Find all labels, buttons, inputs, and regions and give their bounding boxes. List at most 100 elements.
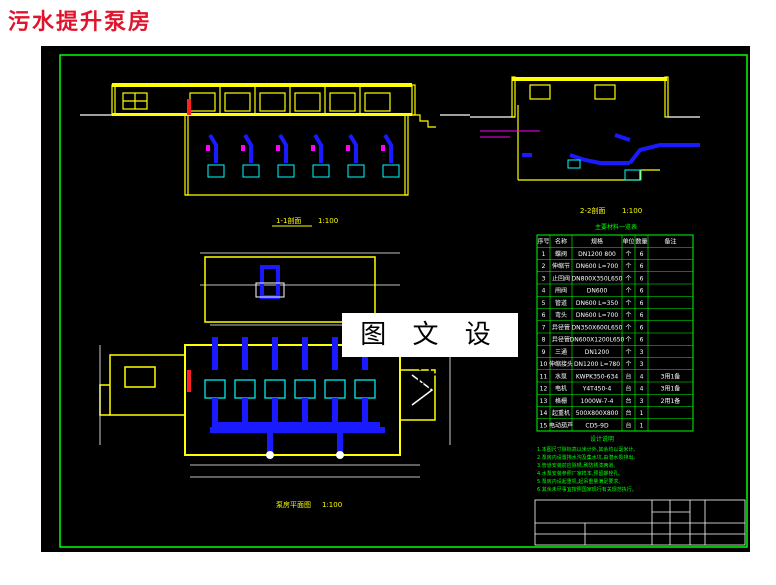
table-cell: 3	[640, 349, 644, 356]
table-cell: 7	[542, 324, 546, 331]
table-cell: DN800X350L650	[572, 275, 623, 282]
table-cell: 10	[540, 361, 548, 368]
plan-view-walls	[99, 252, 451, 478]
plan-red-door	[187, 370, 191, 392]
section-2-2-elevation	[470, 76, 700, 181]
table-header-cell: 名称	[555, 238, 567, 246]
table-cell: 11	[540, 373, 548, 380]
table-cell: 6	[640, 312, 644, 319]
section-2-2-label: 2-2剖面	[580, 206, 605, 215]
table-cell: 个	[625, 312, 631, 319]
table-cell: 个	[625, 288, 631, 295]
sheet-inner-frame	[59, 54, 748, 548]
table-cell: 电动葫芦	[549, 421, 573, 429]
design-notes-title: 设计说明	[590, 435, 614, 443]
table-cell: 1	[542, 251, 546, 258]
table-cell: 起重机	[552, 409, 570, 417]
table-cell: 台	[625, 372, 631, 380]
table-cell: 台	[625, 409, 631, 417]
table-cell: 5	[542, 300, 546, 307]
cad-drawing-canvas: 1-1剖面 1:100	[40, 45, 751, 553]
table-cell: DN600	[587, 288, 608, 295]
table-cell: 个	[625, 251, 631, 258]
design-note-2: 2.泵房内设置排水沟及集水坑,由潜水泵排出。	[537, 454, 638, 461]
table-cell: 止回阀	[552, 274, 570, 282]
section-1-1-elevation	[80, 83, 470, 196]
design-note-1: 1.本图尺寸除标高以米计外,其余均以毫米计。	[537, 446, 638, 453]
table-cell: 13	[540, 398, 548, 405]
table-cell: 个	[625, 349, 631, 356]
table-cell: 3	[640, 398, 644, 405]
title-block	[534, 499, 746, 546]
table-cell: 台	[625, 385, 631, 393]
cad-drawing-svg: 1-1剖面 1:100	[40, 45, 751, 553]
section-1-1-red-door	[187, 99, 191, 115]
table-cell: DN1200	[585, 349, 610, 356]
table-cell: 14	[540, 410, 548, 417]
table-cell: 台	[625, 421, 631, 429]
table-cell: 电机	[555, 385, 567, 393]
table-cell: 管道	[555, 299, 567, 307]
table-cell: 15	[540, 422, 548, 429]
table-cell: DN600 L=350	[576, 300, 618, 307]
table-cell: 6	[640, 275, 644, 282]
table-cell: 个	[625, 275, 631, 282]
table-cell: 6	[640, 288, 644, 295]
design-notes: 设计说明 1.本图尺寸除标高以米计外,其余均以毫米计。 2.泵房内设置排水沟及集…	[537, 435, 638, 493]
table-cell: 500X800X800	[576, 410, 619, 417]
table-cell: CD5-9D	[585, 422, 609, 429]
materials-table-title: 主要材料一览表	[595, 223, 637, 231]
table-cell: 弯头	[555, 311, 567, 319]
section-1-1-scale: 1:100	[318, 217, 338, 225]
table-cell: 9	[542, 349, 546, 356]
plan-pumps	[204, 337, 385, 459]
design-note-4: 4.水泵安装参照厂家样本,预留螺栓孔。	[537, 470, 623, 477]
table-cell: DN600 L=700	[576, 263, 618, 270]
table-cell: 6	[640, 324, 644, 331]
table-cell: 3	[640, 361, 644, 368]
table-cell: 6	[542, 312, 546, 319]
table-cell: 2用1备	[661, 397, 681, 405]
table-cell: 个	[625, 300, 631, 307]
table-cell: 蝶阀	[555, 250, 567, 258]
table-cell: KWPK350-634	[576, 373, 618, 380]
table-cell: 8	[542, 337, 546, 344]
table-cell: 异径管	[552, 336, 570, 344]
table-cell: 3用1备	[661, 385, 681, 393]
table-cell: DN1200 L=780	[574, 361, 620, 368]
plan-view-scale: 1:100	[322, 501, 342, 509]
table-header-cell: 规格	[591, 238, 603, 246]
table-header-cell: 备注	[664, 238, 676, 246]
table-header-cell: 序号	[537, 238, 549, 246]
table-cell: 1	[640, 422, 644, 429]
design-note-3: 3.管道安装前应除锈,刷防锈漆两道。	[537, 462, 618, 469]
table-cell: 6	[640, 251, 644, 258]
table-header-cell: 数量	[635, 238, 647, 246]
plan-crane-unit	[255, 265, 285, 299]
table-cell: 三通	[555, 348, 567, 356]
table-cell: 6	[640, 337, 644, 344]
section-1-1-label: 1-1剖面	[276, 216, 301, 225]
table-cell: 个	[625, 337, 631, 344]
table-cell: 个	[625, 361, 631, 368]
table-cell: 1	[640, 410, 644, 417]
sheet-outer-border	[40, 45, 751, 553]
section-2-2-pipes	[522, 133, 700, 165]
table-cell: DN350X600L650	[572, 324, 623, 331]
table-cell: 2	[542, 263, 546, 270]
table-cell: 个	[625, 263, 631, 270]
table-cell: 台	[625, 397, 631, 405]
table-cell: 1000W-7-4	[581, 398, 614, 405]
plan-view-label: 泵房平面图	[276, 500, 311, 509]
table-cell: 4	[542, 288, 546, 295]
table-cell: 格栅	[555, 397, 567, 405]
section-1-1-pumps	[206, 133, 400, 178]
table-cell: DN600X1200L650	[570, 337, 625, 344]
table-cell: Y4T450-4	[582, 386, 612, 393]
table-cell: 水泵	[555, 372, 567, 380]
table-cell: 6	[640, 263, 644, 270]
page-title: 污水提升泵房	[8, 9, 153, 35]
table-cell: 闸阀	[555, 287, 567, 295]
table-cell: 4	[640, 373, 644, 380]
